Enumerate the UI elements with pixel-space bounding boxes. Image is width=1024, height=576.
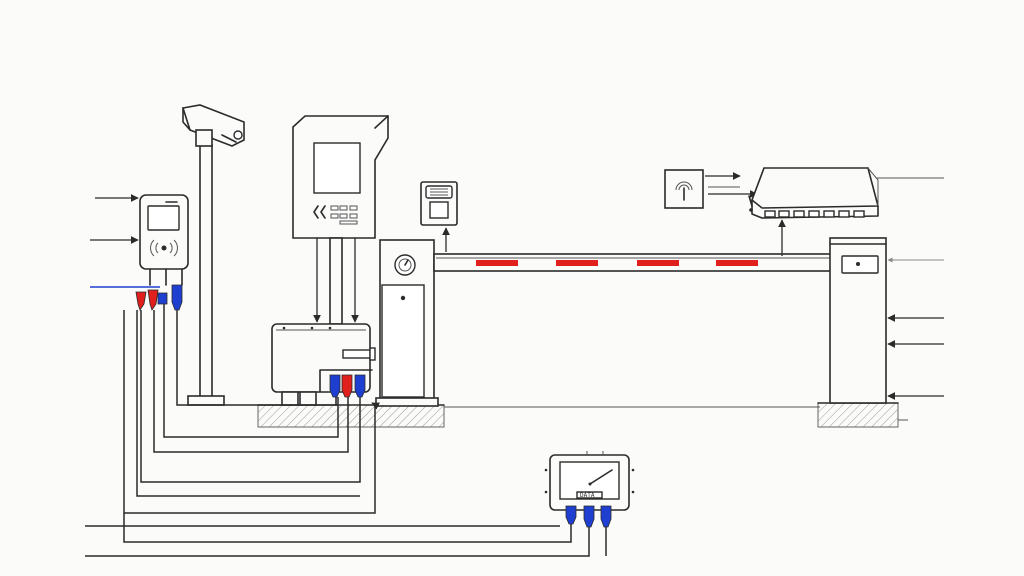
nfc-icon	[150, 239, 178, 257]
signal-icon	[675, 181, 693, 201]
monitor-connectors	[565, 505, 612, 528]
post-icon	[856, 262, 860, 266]
keypad-icon	[764, 210, 865, 218]
ground-slab-right	[817, 402, 899, 428]
monitor-plate-label: DATA	[580, 492, 595, 499]
camera-icon	[233, 130, 243, 140]
card-reader	[90, 194, 189, 288]
barrier-arm	[433, 253, 843, 272]
keypad-panel	[748, 167, 944, 256]
reader-connectors	[135, 284, 183, 311]
ground-slab-left	[257, 404, 445, 428]
kiosk-icon	[313, 205, 358, 225]
controller-connectors	[329, 374, 366, 398]
display-icon	[430, 188, 448, 196]
gauge-icon	[394, 254, 416, 276]
signal-sensor	[664, 169, 758, 209]
monitor-unit: DATA	[544, 451, 635, 511]
barrier-cabinet	[375, 239, 439, 407]
monitor-icon	[588, 469, 613, 486]
boom-arm-icon	[476, 260, 758, 266]
display-unit	[420, 181, 458, 252]
ticket-kiosk	[292, 115, 389, 325]
end-support-post	[829, 237, 944, 404]
wiring-harness	[85, 304, 607, 557]
surveillance-camera	[181, 104, 245, 406]
